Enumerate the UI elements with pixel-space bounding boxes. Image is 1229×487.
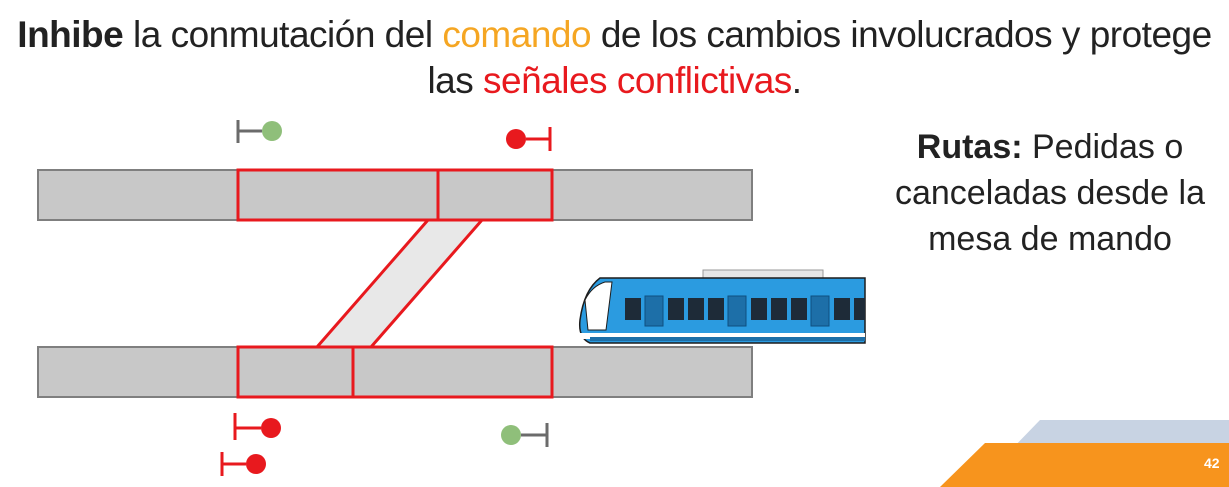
orange-corner-band — [940, 443, 1229, 487]
red-light-icon — [246, 454, 266, 474]
green-light-icon — [501, 425, 521, 445]
title-highlight-senales: señales conflictivas — [483, 60, 792, 101]
routes-note: Rutas: Pedidas o canceladas desde la mes… — [880, 124, 1220, 262]
title-highlight-comando: comando — [442, 14, 592, 55]
signal-bottom-left-upper — [233, 413, 281, 440]
train-icon — [578, 269, 866, 344]
signal-top-right — [506, 127, 552, 151]
green-light-icon — [262, 121, 282, 141]
red-light-icon — [261, 418, 281, 438]
title-text-3: . — [791, 60, 802, 101]
upper-track — [37, 169, 753, 221]
signal-bottom-left-lower — [220, 452, 266, 476]
crossover-route-right — [369, 219, 484, 348]
slide-title: Inhibe la conmutación del comando de los… — [0, 12, 1229, 104]
crossover-route-left — [315, 219, 430, 348]
signal-bottom-right — [501, 423, 549, 447]
title-bold-word: Inhibe — [17, 14, 124, 55]
red-light-icon — [506, 129, 526, 149]
lower-track — [37, 346, 753, 398]
upper-route-section — [236, 168, 554, 222]
title-text-1: la conmutación del — [123, 14, 443, 55]
title-text-2: de los cambios involucrados y protege la… — [427, 14, 1212, 101]
routes-note-text: Pedidas o canceladas desde la mesa de ma… — [894, 128, 1205, 258]
crossover-track — [317, 220, 482, 347]
lower-route-section — [236, 345, 554, 399]
signal-top-left — [236, 120, 282, 143]
page-number: 42 — [1204, 455, 1220, 471]
routes-note-label: Rutas: — [916, 128, 1023, 166]
